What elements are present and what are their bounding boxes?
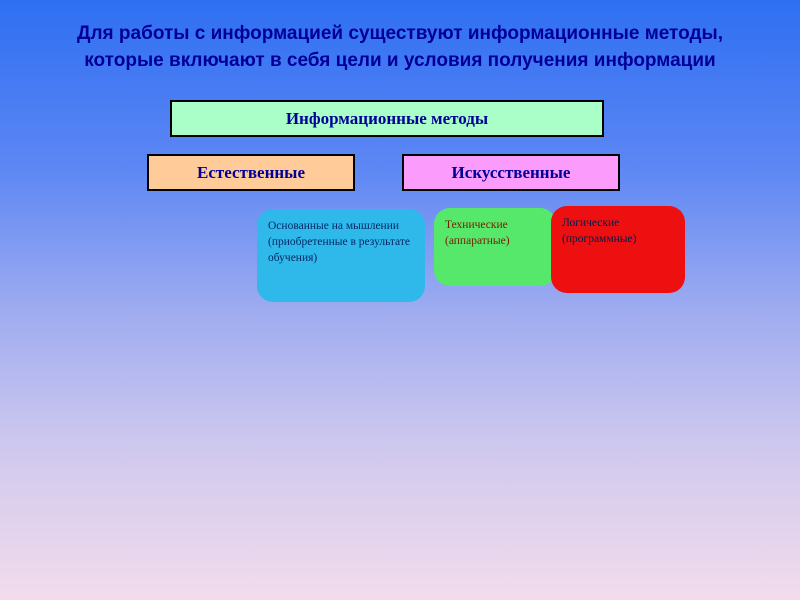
thinking-based-leaf: Основанные на мышлении (приобретенные в … [257, 209, 425, 302]
logical-software-leaf: Логические (программные) [551, 206, 685, 293]
informational-methods-box: Информационные методы [170, 100, 604, 137]
natural-methods-box: Естественные [147, 154, 355, 191]
natural-methods-label: Естественные [196, 162, 306, 182]
technical-hardware-leaf: Технические (аппаратные) [434, 208, 556, 286]
slide-title-line-1: Для работы с информацией существуют инфо… [76, 23, 724, 44]
technical-hardware-label: Технические (аппаратные) [445, 219, 510, 247]
slide-title-line-2: которые включают в себя цели и условия п… [84, 50, 716, 71]
slide-title: Для работы с информацией существуют инфо… [0, 20, 800, 74]
thinking-based-label: Основанные на мышлении (приобретенные в … [268, 220, 410, 264]
artificial-methods-label: Искусственные [451, 162, 571, 182]
artificial-methods-box: Искусственные [402, 154, 620, 191]
informational-methods-label: Информационные методы [285, 108, 489, 128]
logical-software-label: Логические (программные) [562, 217, 637, 245]
